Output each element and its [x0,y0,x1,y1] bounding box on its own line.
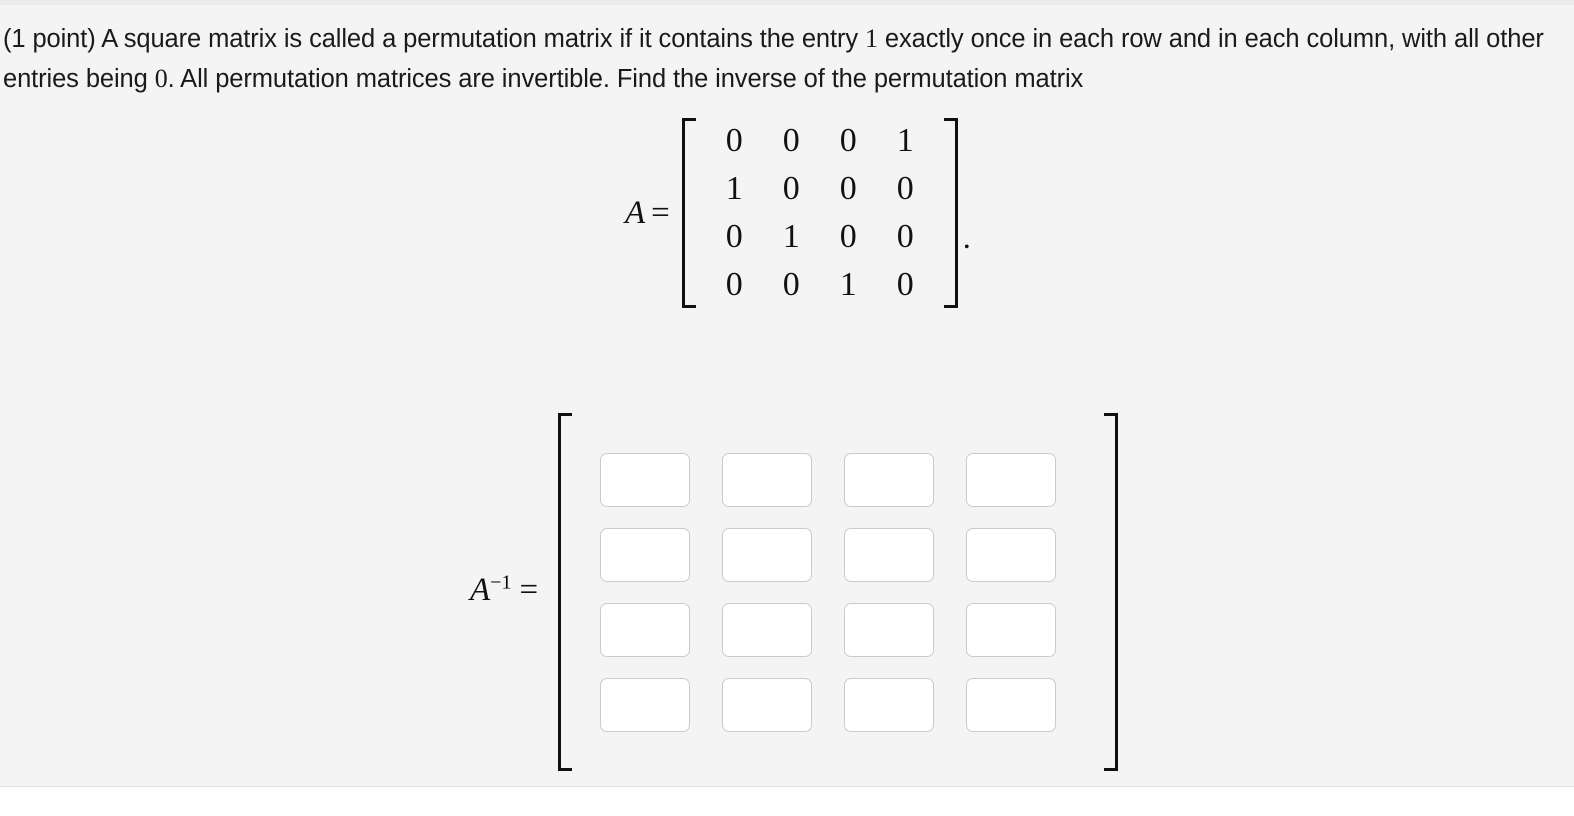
given-matrix-label: A= [625,194,670,232]
given-cell-r3c1: 0 [725,218,743,255]
given-cell-r2c2: 0 [782,170,800,207]
answer-matrix-superscript: −1 [490,571,512,594]
given-cell-r4c2: 0 [782,266,800,303]
answer-input-r2c2[interactable] [722,527,813,582]
page-footer-band [0,786,1574,816]
given-matrix-left-bracket [681,118,696,308]
given-cell-r3c2: 1 [782,218,800,255]
answer-input-r1c2[interactable] [722,452,813,507]
answer-input-r1c3[interactable] [844,452,935,507]
answer-matrix-right-bracket [1104,413,1119,771]
answer-input-r4c4[interactable] [966,677,1057,732]
answer-matrix-label: A−1 = [470,571,538,613]
answer-input-r3c2[interactable] [722,602,813,657]
answer-input-r3c3[interactable] [844,602,935,657]
given-cell-r1c1: 0 [725,122,743,159]
bracket-serif-top [681,118,696,121]
given-cell-r2c3: 0 [839,170,857,207]
problem-statement: (1 point) A square matrix is called a pe… [3,19,1571,99]
bracket-serif-bottom [681,305,696,308]
given-cell-r1c3: 0 [839,122,857,159]
given-cell-r1c4: 1 [896,122,914,159]
answer-matrix-equals: = [519,572,539,608]
problem-sentence-part-2: exactly once in each row and in each col… [3,25,1544,93]
given-cell-r3c4: 0 [896,218,914,255]
given-matrix-equals: = [651,195,670,231]
bracket-serif-top [943,118,958,121]
given-matrix: A= 0 0 0 1 1 0 0 0 0 1 0 0 0 0 1 0 [625,118,971,308]
answer-input-r4c2[interactable] [722,677,813,732]
answer-input-r1c1[interactable] [600,452,691,507]
answer-input-r2c1[interactable] [600,527,691,582]
answer-matrix-variable: A [470,572,491,608]
problem-sentence-part-1: (1 point) A square matrix is called a pe… [3,25,866,53]
answer-input-r2c4[interactable] [966,527,1057,582]
problem-sentence-part-3: . All permutation matrices are invertibl… [167,65,1084,93]
answer-input-r3c4[interactable] [966,602,1057,657]
answer-matrix-grid [572,404,1104,780]
answer-input-r2c3[interactable] [844,527,935,582]
given-matrix-right-bracket [943,118,958,308]
answer-matrix: A−1 = [470,413,1119,771]
given-cell-r1c2: 0 [782,122,800,159]
given-cell-r4c3: 1 [839,266,857,303]
given-cell-r4c1: 0 [725,266,743,303]
given-cell-r2c1: 1 [725,170,743,207]
answer-input-r1c4[interactable] [966,452,1057,507]
bracket-serif-bottom [558,768,573,771]
bracket-serif-bottom [1104,768,1119,771]
given-matrix-period: . [962,219,971,255]
inline-math-zero: 0 [154,64,168,93]
answer-input-r4c3[interactable] [844,677,935,732]
bracket-serif-top [558,413,573,416]
given-matrix-variable: A [625,195,646,231]
answer-input-r4c1[interactable] [600,677,691,732]
bracket-serif-bottom [943,305,958,308]
bracket-serif-top [1104,413,1119,416]
top-edge-strip [0,0,1574,5]
given-cell-r2c4: 0 [896,170,914,207]
given-cell-r3c3: 0 [839,218,857,255]
inline-math-one: 1 [865,24,878,53]
answer-matrix-left-bracket [558,413,573,771]
answer-input-r3c1[interactable] [600,602,691,657]
given-cell-r4c4: 0 [896,266,914,303]
given-matrix-grid: 0 0 0 1 1 0 0 0 0 1 0 0 0 0 1 0 [696,111,944,315]
